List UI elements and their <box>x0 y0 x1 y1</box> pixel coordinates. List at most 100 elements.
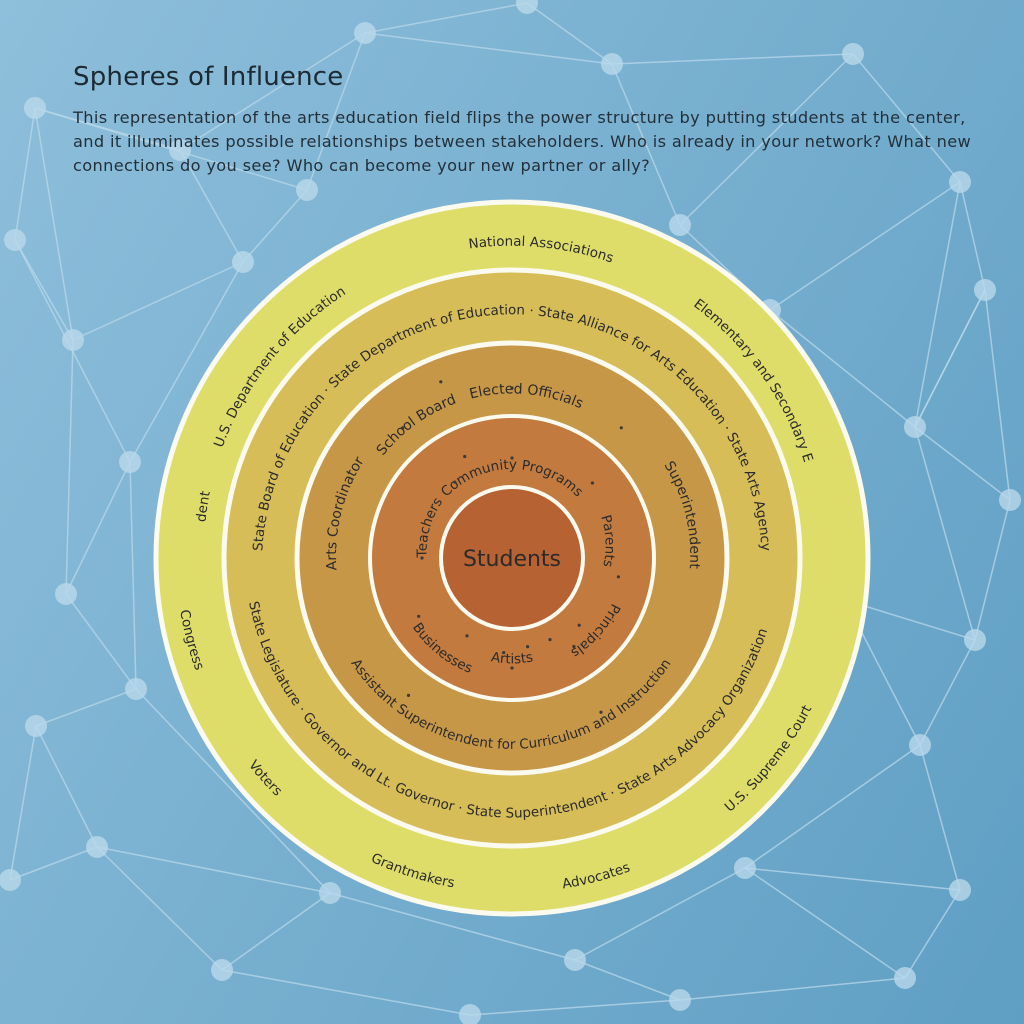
center-label: Students <box>463 547 561 572</box>
network-node <box>62 329 84 351</box>
network-line <box>914 426 976 641</box>
network-line <box>221 969 471 1016</box>
network-line <box>611 53 854 65</box>
separator-dots <box>401 380 623 714</box>
separator-dot <box>548 638 552 642</box>
separator-dot <box>420 556 424 560</box>
separator-dot <box>510 666 514 670</box>
svg-text:Artists: Artists <box>490 649 534 667</box>
network-node <box>999 489 1021 511</box>
network-node <box>894 967 916 989</box>
network-line <box>34 107 74 341</box>
network-line <box>221 892 331 971</box>
separator-dot <box>453 480 457 484</box>
network-node <box>169 139 191 161</box>
network-line <box>469 999 681 1016</box>
network-line <box>526 2 613 65</box>
network-node <box>516 0 538 14</box>
network-line <box>129 461 137 690</box>
network-line <box>769 309 916 428</box>
network-line <box>35 725 98 848</box>
separator-dot <box>463 454 467 459</box>
network-line <box>984 289 1011 501</box>
network-node <box>25 715 47 737</box>
network-line <box>179 149 244 263</box>
network-line <box>14 107 36 241</box>
separator-dot <box>439 380 443 384</box>
separator-dot <box>577 623 581 627</box>
network-line <box>574 959 681 1001</box>
separator-dot <box>510 456 514 460</box>
network-line <box>679 53 854 226</box>
network-node <box>459 1004 481 1024</box>
network-node <box>55 583 77 605</box>
network-line <box>974 499 1011 641</box>
network-node <box>354 22 376 44</box>
center-circle <box>439 485 585 631</box>
separator-dot <box>572 644 576 649</box>
separator-dot <box>401 426 405 430</box>
label-artists: Artists <box>490 649 534 667</box>
network-node <box>949 171 971 193</box>
network-line <box>242 189 308 263</box>
network-line <box>65 593 137 690</box>
network-line <box>35 688 137 727</box>
network-node <box>669 989 691 1011</box>
network-line <box>744 867 906 979</box>
network-node <box>119 451 141 473</box>
network-node <box>974 279 996 301</box>
separator-dot <box>417 614 421 618</box>
separator-dot <box>616 575 621 579</box>
network-line <box>65 461 131 595</box>
network-line <box>65 339 74 595</box>
network-line <box>744 867 961 891</box>
network-line <box>96 846 331 894</box>
page-title: Spheres of Influence <box>73 62 344 92</box>
network-node <box>86 836 108 858</box>
network-line <box>14 239 131 463</box>
network-node <box>601 53 623 75</box>
separator-dot <box>502 651 506 655</box>
network-line <box>904 889 961 979</box>
network-node <box>296 179 318 201</box>
page-description: This representation of the arts educatio… <box>73 108 972 175</box>
separator-dot <box>510 386 514 390</box>
network-node <box>4 229 26 251</box>
network-line <box>959 181 986 291</box>
network-node <box>0 869 21 891</box>
separator-dot <box>465 634 469 638</box>
separator-dot <box>406 693 411 698</box>
network-node <box>211 959 233 981</box>
network-line <box>72 261 244 341</box>
network-node <box>669 214 691 236</box>
network-line <box>852 53 961 183</box>
network-line <box>744 744 921 869</box>
network-node <box>734 857 756 879</box>
network-line <box>96 846 223 971</box>
separator-dot <box>526 645 530 649</box>
network-node <box>842 43 864 65</box>
network-node <box>125 678 147 700</box>
network-node <box>964 629 986 651</box>
network-line <box>306 32 366 191</box>
network-node <box>319 882 341 904</box>
network-node <box>904 416 926 438</box>
network-line <box>329 892 576 961</box>
network-line <box>364 32 613 65</box>
network-line <box>574 867 746 961</box>
network-node <box>564 949 586 971</box>
separator-dot <box>590 481 595 485</box>
network-line <box>679 977 906 1001</box>
network-node <box>24 97 46 119</box>
network-line <box>611 63 681 226</box>
network-line <box>914 289 986 428</box>
network-line <box>14 239 74 341</box>
network-line <box>364 2 528 34</box>
network-line <box>135 688 331 894</box>
network-line <box>9 725 37 881</box>
network-line <box>769 181 961 311</box>
network-line <box>914 181 961 428</box>
network-node <box>232 251 254 273</box>
